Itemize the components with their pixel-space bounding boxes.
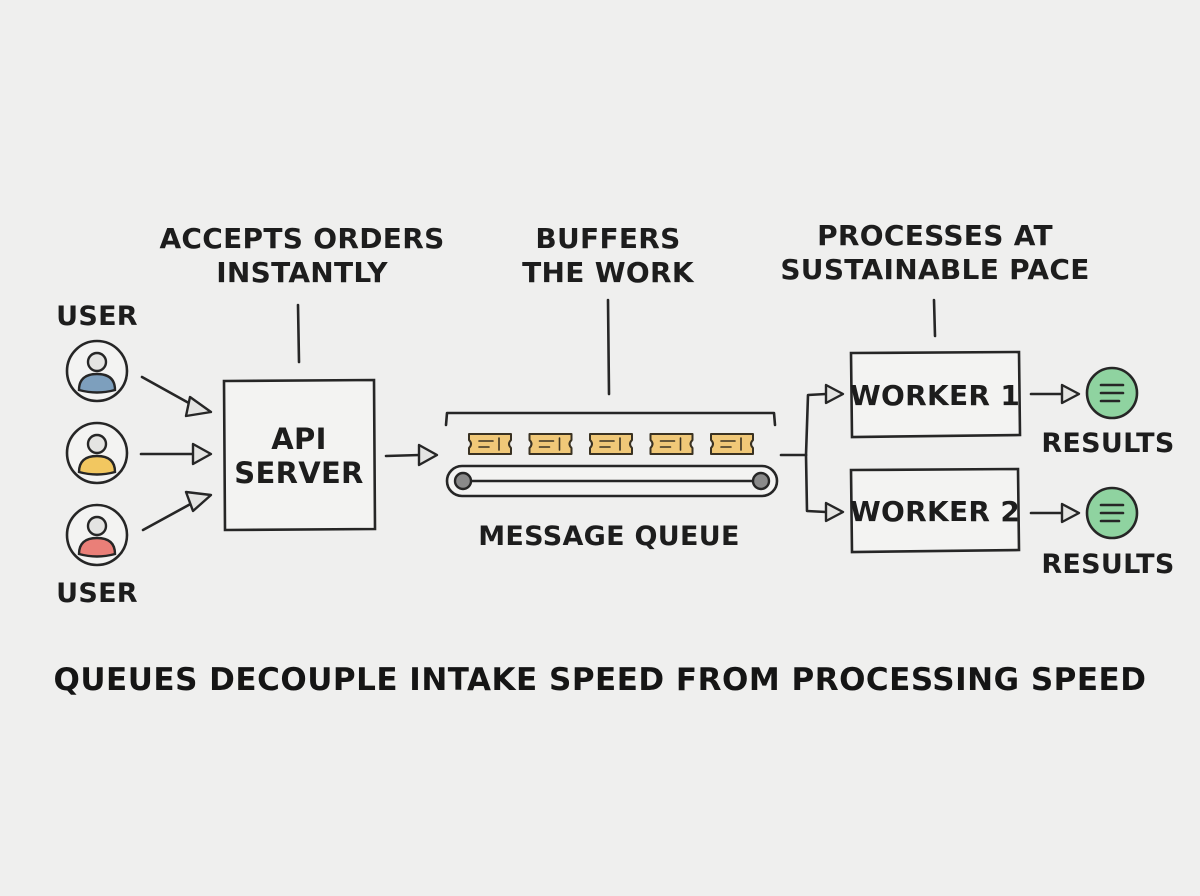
worker-1: WORKER 1 bbox=[849, 350, 1022, 439]
ticket-icon bbox=[649, 433, 694, 455]
queue-to-workers-arrows bbox=[779, 383, 845, 523]
api-server-label-line-1: API bbox=[271, 422, 326, 456]
user-avatar-2 bbox=[65, 421, 129, 485]
ticket-icon bbox=[468, 433, 512, 455]
avatar-head bbox=[86, 433, 108, 455]
result-lines bbox=[1099, 383, 1125, 403]
arrow-shaft bbox=[384, 453, 422, 458]
user-icon bbox=[77, 372, 117, 394]
user-avatar-3 bbox=[65, 503, 129, 567]
queue-annotation-line-2: THE WORK bbox=[522, 256, 695, 289]
diagram-caption: QUEUES DECOUPLE INTAKE SPEED FROM PROCES… bbox=[53, 662, 1147, 698]
api-annotation-line-1: ACCEPTS ORDERS bbox=[159, 222, 444, 255]
arrowhead-icon bbox=[1060, 502, 1081, 524]
message-queue: MESSAGE QUEUE bbox=[444, 411, 779, 552]
fanout-branch-worker-2 bbox=[804, 453, 828, 514]
arrow-api-to-queue bbox=[384, 443, 439, 467]
queue-top-bracket bbox=[444, 411, 777, 427]
worker-1-box bbox=[849, 350, 1022, 439]
queue-annotation: BUFFERS THE WORK bbox=[522, 222, 695, 396]
avatar-head bbox=[86, 515, 108, 537]
worker-2-box bbox=[849, 467, 1021, 554]
arrowhead-icon bbox=[1060, 383, 1081, 405]
ticket-marks bbox=[478, 437, 500, 451]
worker-1-label: WORKER 1 bbox=[850, 379, 1020, 412]
arrow-user-3-to-api bbox=[141, 490, 213, 532]
arrowhead-icon bbox=[184, 490, 213, 513]
api-server-label-line-2: SERVER bbox=[234, 456, 363, 490]
arrowhead-icon bbox=[824, 501, 845, 523]
result-document-icon bbox=[1085, 366, 1139, 420]
user-avatar-1 bbox=[65, 339, 129, 403]
fanout-branch-worker-1 bbox=[804, 392, 828, 457]
result-lines bbox=[1099, 503, 1125, 523]
conveyor-belt bbox=[445, 464, 779, 498]
arrowhead-icon bbox=[191, 442, 213, 466]
avatar-head bbox=[86, 351, 108, 373]
arrow-shaft bbox=[140, 375, 198, 409]
result-1: RESULTS bbox=[1041, 366, 1174, 459]
result-1-label: RESULTS bbox=[1041, 428, 1174, 459]
user-icon bbox=[77, 454, 117, 476]
workers-annotation-leader-line bbox=[932, 298, 937, 338]
workers-annotation: PROCESSES AT SUSTAINABLE PACE bbox=[780, 219, 1089, 338]
api-server-box: API SERVER bbox=[222, 378, 377, 532]
api-annotation-leader-line bbox=[296, 303, 301, 364]
ticket-icon bbox=[589, 433, 633, 455]
queue-annotation-leader-line bbox=[606, 298, 611, 396]
arrow-shaft bbox=[141, 499, 198, 532]
result-2: RESULTS bbox=[1041, 486, 1174, 580]
ticket-marks bbox=[599, 437, 621, 451]
ticket-shape bbox=[528, 433, 573, 455]
roller-right-icon bbox=[751, 471, 771, 491]
user-icon bbox=[77, 536, 117, 558]
message-queue-label: MESSAGE QUEUE bbox=[478, 521, 739, 552]
ticket-marks bbox=[720, 437, 742, 451]
worker-2-label: WORKER 2 bbox=[850, 495, 1020, 528]
api-server-frame bbox=[222, 378, 377, 532]
workers-annotation-line-2: SUSTAINABLE PACE bbox=[780, 253, 1089, 286]
ticket-marks bbox=[538, 437, 561, 451]
result-2-label: RESULTS bbox=[1041, 549, 1174, 580]
worker-to-result-arrows bbox=[1029, 383, 1081, 524]
arrow-user-1-to-api bbox=[140, 375, 213, 418]
result-document-icon bbox=[1085, 486, 1139, 540]
arrowhead-icon bbox=[824, 383, 845, 405]
ticket-shape bbox=[468, 433, 512, 455]
ticket-icon bbox=[710, 433, 754, 455]
arrowhead-icon bbox=[184, 395, 213, 418]
arrow-user-2-to-api bbox=[139, 442, 213, 466]
workers-annotation-line-1: PROCESSES AT bbox=[817, 219, 1053, 252]
queue-tickets bbox=[468, 433, 754, 455]
api-annotation-line-2: INSTANTLY bbox=[216, 256, 388, 289]
ticket-shape bbox=[710, 433, 754, 455]
user-to-api-arrows bbox=[139, 375, 213, 532]
ticket-icon bbox=[528, 433, 573, 455]
queue-annotation-line-1: BUFFERS bbox=[535, 222, 680, 255]
users-group: USER USER bbox=[56, 301, 138, 609]
roller-left-icon bbox=[453, 471, 473, 491]
ticket-shape bbox=[649, 433, 694, 455]
ticket-shape bbox=[589, 433, 633, 455]
arrowhead-icon bbox=[417, 443, 439, 467]
ticket-marks bbox=[659, 437, 682, 451]
user-label-bottom: USER bbox=[56, 578, 138, 609]
worker-2: WORKER 2 bbox=[849, 467, 1021, 554]
api-annotation: ACCEPTS ORDERS INSTANTLY bbox=[159, 222, 444, 364]
user-label-top: USER bbox=[56, 301, 138, 332]
